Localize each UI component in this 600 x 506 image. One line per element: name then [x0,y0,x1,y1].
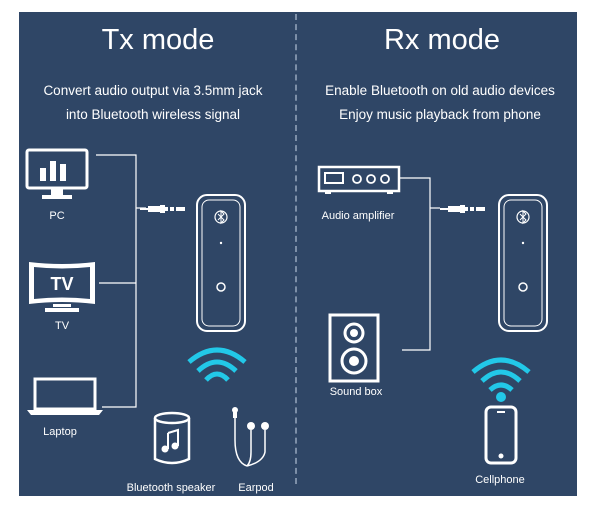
bluetooth-transmitter-device [195,193,247,333]
bluetooth-receiver-device [497,193,549,333]
tv-screen-text: TV [50,274,73,294]
rx-mode-title: Rx mode [383,24,501,56]
wireless-wave-icon [470,354,532,402]
speaker-label: Bluetooth speaker [126,482,216,494]
earpod-label: Earpod [238,482,274,494]
soundbox-label: Sound box [329,386,383,398]
mode-divider [295,14,297,484]
tx-mode-title: Tx mode [101,24,215,56]
tv-label: TV [54,320,70,332]
audio-jack-icon [440,202,490,216]
wireless-wave-icon [185,344,249,390]
phone-icon [484,405,518,465]
pc-label: PC [49,210,65,222]
infographic-panel [19,12,577,496]
cellphone-label: Cellphone [475,474,525,486]
monitor-icon [25,148,89,202]
earphone-icon [225,400,275,472]
audio-jack-icon [140,202,190,216]
rx-description-line1: Enable Bluetooth on old audio devices [325,83,555,98]
amplifier-icon [317,165,401,195]
laptop-label: Laptop [43,426,77,438]
rx-description-line2: Enjoy music playback from phone [339,107,541,122]
amplifier-label: Audio amplifier [321,210,395,222]
speaker-icon [152,411,192,467]
laptop-icon [27,377,103,417]
soundbox-icon [328,313,380,383]
tx-description-line2: into Bluetooth wireless signal [65,107,241,122]
tx-description-line1: Convert audio output via 3.5mm jack [43,83,263,98]
tv-icon: TV [27,260,97,316]
